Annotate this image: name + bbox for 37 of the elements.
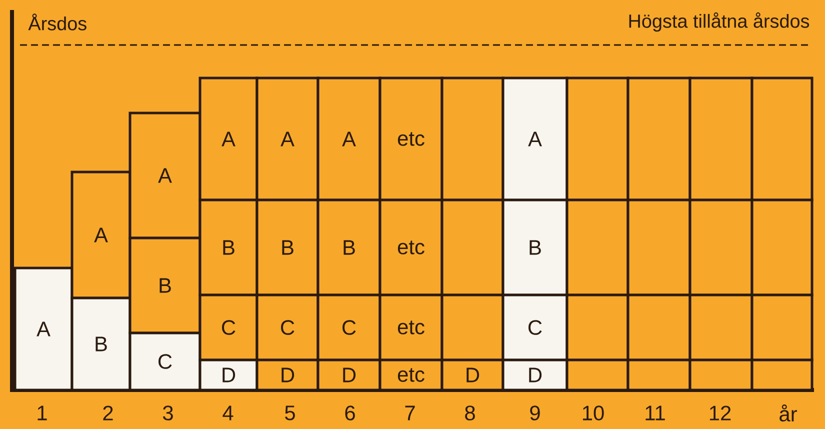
tick-label: 4 [222,406,234,420]
tick-label: 3 [162,406,173,420]
dose-box: D [316,358,382,392]
dose-box: B [128,236,202,334]
dose-box: A [198,76,258,202]
dose-box: C [198,294,258,362]
tick-label: 6 [345,406,355,420]
dose-box: etc [378,76,444,202]
dose-box: B [502,198,568,296]
tick-label: 10 [582,406,604,420]
dose-box: etc [378,198,444,296]
tick-label: år [780,404,797,422]
dose-box: D [440,358,504,392]
tick-label: 7 [405,406,415,420]
axis-title: Årsdos [28,14,86,30]
dose-box: B [198,198,258,296]
dose-box: D [198,358,258,392]
tick-label: 8 [465,406,475,420]
dose-box: A [14,266,74,392]
dose-box: A [502,76,568,202]
dose-box: D [502,358,568,392]
dose-box: A [256,76,320,202]
dose-box: A [70,170,132,300]
dose-box: A [316,76,382,202]
tick-label: 11 [646,406,665,420]
dose-box: B [256,198,320,296]
axis-title: Högsta tillåtna årsdos [629,12,810,32]
dose-box: etc [378,358,444,392]
tick-label: 12 [710,406,731,420]
dose-box: B [70,296,132,392]
tick-label: 1 [38,406,47,420]
tick-label: 9 [530,406,540,420]
dose-box: D [256,358,320,392]
tick-label: 2 [103,406,113,420]
dose-box: A [128,112,202,240]
tick-label: 5 [285,406,295,420]
dose-box: B [316,198,382,296]
